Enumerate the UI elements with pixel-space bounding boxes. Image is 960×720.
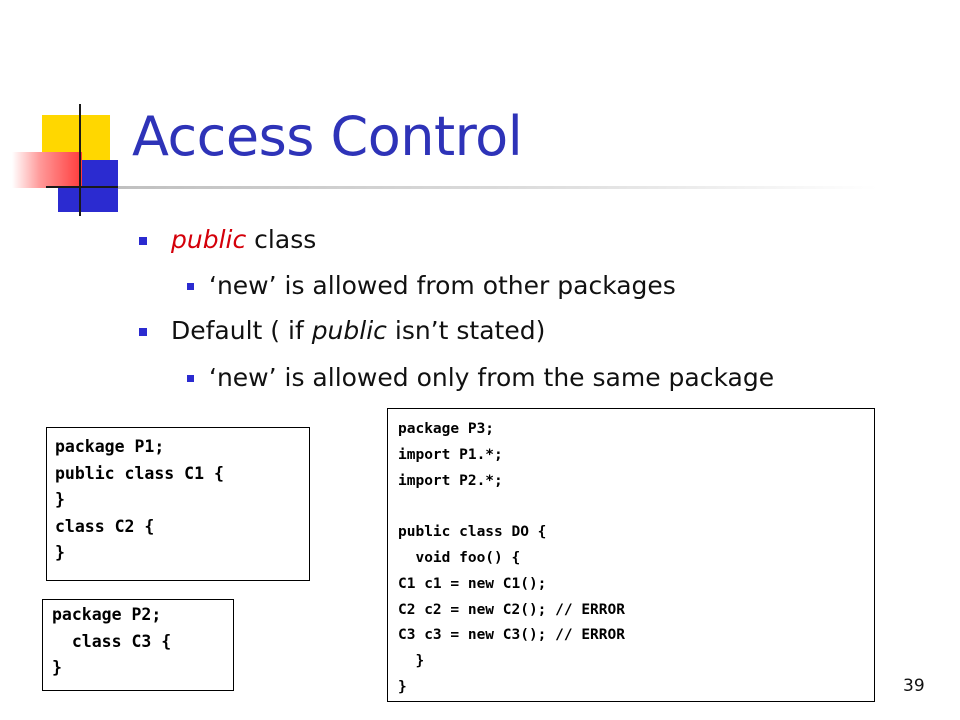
bullet-text: ‘new’ is allowed from other packages (209, 271, 676, 300)
bullet-square-icon (187, 375, 194, 382)
bullet-square-icon (139, 237, 147, 245)
bullet-public-class: public class (139, 224, 317, 256)
bullet-text-keyword: public (171, 225, 247, 254)
bullet-default-access: Default ( if public isn’t stated) (139, 315, 546, 347)
decor-vertical-line (79, 104, 81, 216)
bullet-square-icon (187, 283, 194, 290)
bullet-square-icon (139, 328, 147, 336)
decor-horizontal-line (46, 186, 130, 188)
bullet-text: class (246, 225, 317, 254)
code-text: package P3; import P1.*; import P2.*; pu… (398, 421, 625, 695)
page-number: 39 (903, 676, 925, 696)
bullet-text: Default ( if (171, 316, 312, 345)
title-underline-rule (118, 186, 878, 189)
slide-title: Access Control (132, 105, 523, 168)
bullet-text: ‘new’ is allowed only from the same pack… (209, 363, 775, 392)
code-text: package P2; class C3 { } (52, 605, 172, 677)
bullet-text: isn’t stated) (386, 316, 546, 345)
code-text: package P1; public class C1 { } class C2… (55, 437, 224, 562)
bullet-new-same-package: ‘new’ is allowed only from the same pack… (187, 362, 775, 394)
bullet-text-keyword: public (311, 316, 387, 345)
code-box-package-p1: package P1; public class C1 { } class C2… (46, 427, 310, 581)
decor-red-gradient-bar (12, 152, 82, 188)
code-box-package-p2: package P2; class C3 { } (42, 599, 234, 691)
code-box-package-p3: package P3; import P1.*; import P2.*; pu… (387, 408, 875, 702)
bullet-new-other-packages: ‘new’ is allowed from other packages (187, 270, 676, 302)
